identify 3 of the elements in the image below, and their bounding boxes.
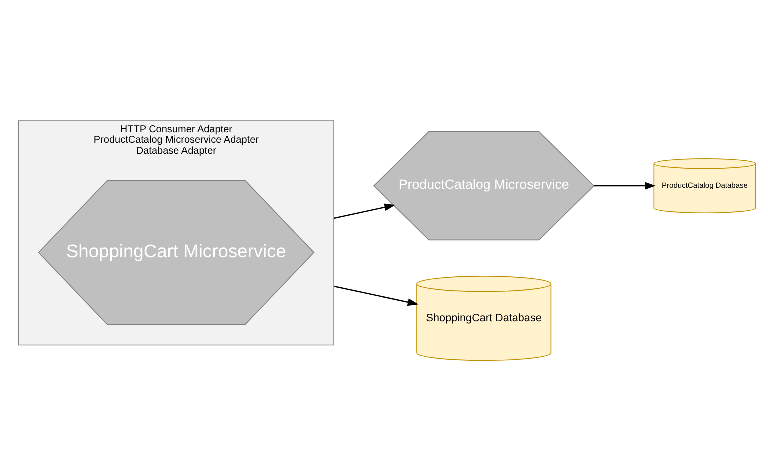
arrow — [334, 203, 396, 219]
arrow — [334, 285, 419, 306]
arrow — [594, 182, 656, 190]
